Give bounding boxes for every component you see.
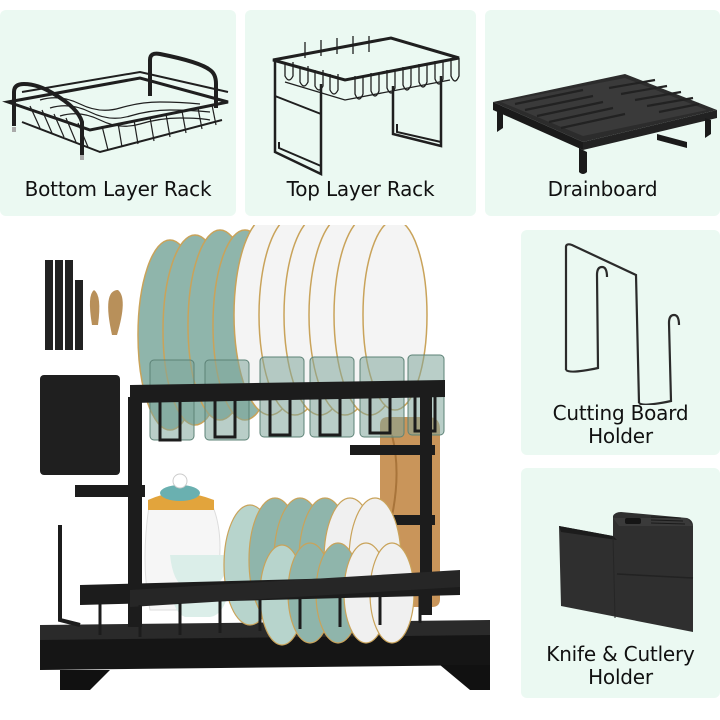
- top-layer-rack-label: Top Layer Rack: [286, 177, 435, 201]
- bottom-layer-rack-label: Bottom Layer Rack: [24, 177, 212, 201]
- assembled-dish-rack-image: [40, 225, 490, 690]
- drain-tray-icon: [493, 74, 717, 174]
- cutting-board-holder-panel: Cutting Board Holder: [521, 230, 720, 455]
- wire-basket-icon: [2, 51, 229, 160]
- top-layer-rack-panel: Top Layer Rack: [245, 10, 476, 216]
- plate-rack-icon: [272, 36, 460, 176]
- drainboard-panel: Drainboard: [485, 10, 720, 216]
- bottom-layer-rack-panel: Bottom Layer Rack: [0, 10, 236, 216]
- knife-cutlery-holder-label-line2: Holder: [588, 665, 653, 689]
- wire-hook-icon: [564, 243, 681, 405]
- cutting-board-holder-label-line2: Holder: [588, 424, 653, 448]
- utensil-caddy-icon: [559, 512, 694, 632]
- drainboard-label: Drainboard: [547, 177, 658, 201]
- knife-cutlery-holder-label-line1: Knife & Cutlery: [546, 642, 695, 666]
- knife-cutlery-holder-panel: Knife & Cutlery Holder: [521, 468, 720, 698]
- cutting-board-holder-label-line1: Cutting Board: [552, 401, 689, 425]
